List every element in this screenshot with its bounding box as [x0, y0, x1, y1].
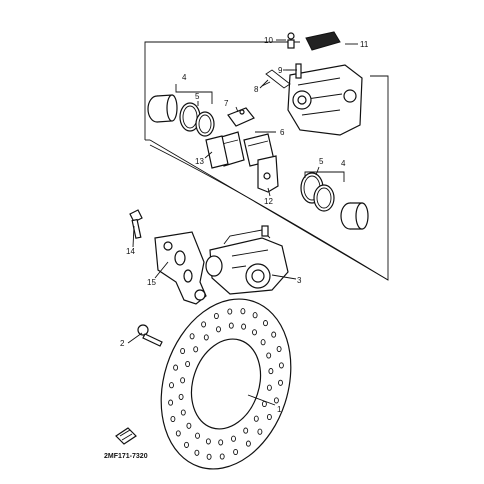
callout-3: 3 — [297, 276, 302, 285]
disc-hole — [233, 448, 239, 456]
disc-hole — [184, 441, 189, 448]
callout-5-upper: 5 — [195, 92, 200, 101]
seal-lower-part-5 — [300, 172, 335, 212]
disc-hole — [268, 368, 274, 375]
callout-12: 12 — [264, 197, 273, 206]
disc-hole — [201, 321, 207, 328]
callout-7: 7 — [224, 99, 229, 108]
disc-hole — [206, 453, 212, 460]
disc-hole — [271, 331, 277, 338]
disc-hole — [257, 428, 263, 435]
disc-hole — [278, 362, 284, 369]
disc-hole — [186, 422, 192, 429]
callout-5-lower: 5 — [319, 157, 324, 166]
disc-hole — [276, 345, 282, 353]
disc-hole — [227, 308, 233, 315]
disc-hole — [189, 333, 195, 340]
disc-hole — [169, 382, 174, 389]
callout-4-upper: 4 — [182, 73, 187, 82]
disc-hole — [175, 430, 181, 437]
disc-hole — [278, 379, 283, 386]
callout-9: 9 — [278, 66, 283, 75]
disc-hole — [193, 346, 199, 353]
disc-hole — [219, 453, 225, 460]
callout-13: 13 — [195, 157, 204, 166]
disc-hole — [263, 320, 268, 327]
seal-upper-part-5 — [179, 102, 215, 137]
disc-hole — [213, 312, 219, 320]
callout-4-lower: 4 — [341, 159, 346, 168]
disc-hole — [260, 339, 266, 346]
disc-hole — [252, 312, 258, 319]
disc-hole — [261, 400, 267, 408]
disc-hole — [253, 415, 259, 422]
bolt-part-14 — [129, 209, 143, 239]
screw-part-2 — [137, 324, 163, 347]
disc-hole — [170, 415, 176, 423]
disc-holes — [168, 308, 284, 460]
disc-hole — [180, 347, 186, 355]
caliper-bracket-part-15 — [154, 231, 207, 305]
piston-upper-part-4 — [147, 94, 178, 123]
disc-hole — [228, 322, 234, 329]
callout-15: 15 — [147, 278, 156, 287]
piston-lower-part-4 — [340, 202, 369, 230]
caliper-assembly-part-3 — [205, 225, 289, 295]
disc-hole — [245, 440, 251, 447]
bleed-screw-part-10 — [276, 32, 295, 49]
disc-hole — [180, 409, 186, 416]
callout-2: 2 — [120, 339, 125, 348]
disc-hole — [216, 326, 221, 333]
callout-10: 10 — [264, 36, 273, 45]
disc-hole — [266, 352, 272, 359]
clip-part-8 — [261, 69, 291, 89]
disc-hole — [231, 435, 236, 442]
disc-hole — [240, 308, 246, 315]
pad-support-part-12 — [257, 155, 279, 193]
upper-caliper-body — [287, 64, 363, 136]
disc-hole — [173, 364, 179, 371]
disc-hole — [195, 432, 200, 439]
disc-hole — [266, 413, 272, 421]
disc-hole — [180, 377, 186, 384]
disc-hole — [243, 427, 249, 434]
callout-11: 11 — [360, 40, 369, 49]
part-number-code: 2MF171-7320 — [104, 453, 148, 460]
disc-hole — [273, 397, 279, 404]
disc-hole — [168, 399, 174, 406]
brake-disc-part-1 — [160, 298, 292, 470]
callout-labels: 1 2 3 4 4 5 5 6 7 8 9 10 11 12 13 14 15 — [120, 36, 369, 414]
callout-14: 14 — [126, 247, 135, 256]
disc-hole — [194, 449, 200, 456]
callout-1: 1 — [277, 405, 282, 414]
disc-hole — [178, 393, 184, 400]
callout-leaders — [127, 69, 320, 406]
disc-hole — [241, 323, 247, 330]
disc-hole — [252, 329, 257, 336]
pad-spring-part-7 — [227, 107, 255, 127]
callout-6: 6 — [280, 128, 285, 137]
shim-part-13 — [205, 135, 229, 169]
pin-part-11 — [305, 31, 358, 51]
disc-hole — [203, 334, 209, 341]
callout-8: 8 — [254, 85, 259, 94]
lock-washer-part — [115, 427, 137, 445]
disc-hole — [205, 438, 211, 445]
disc-hole — [266, 384, 272, 391]
disc-hole — [185, 360, 191, 368]
disc-hole — [218, 439, 224, 446]
